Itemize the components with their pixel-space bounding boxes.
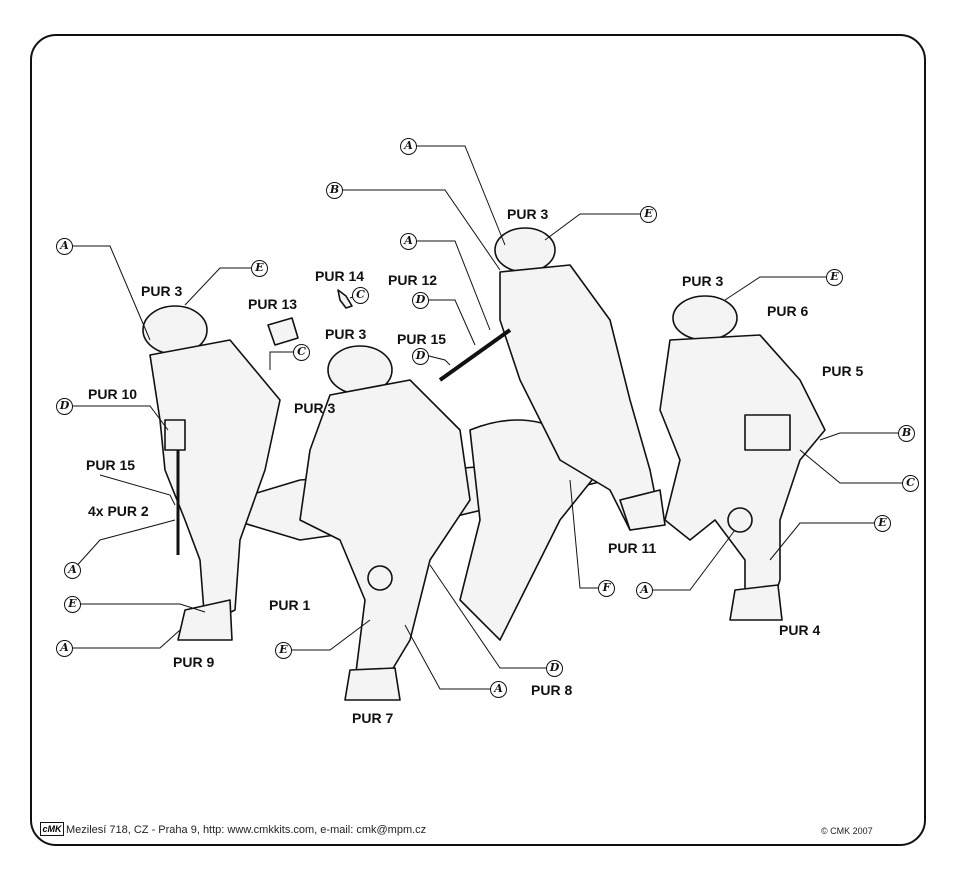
leader-a-left-mid xyxy=(72,519,176,571)
leader-a-upper xyxy=(415,240,491,331)
footer-address: Mezilesí 718, CZ - Praha 9, http: www.cm… xyxy=(66,824,427,836)
callout-a: A xyxy=(56,640,73,657)
callout-e: E xyxy=(251,260,268,277)
label-pur5: PUR 5 xyxy=(822,363,864,379)
label-pur15-left: PUR 15 xyxy=(86,457,136,473)
callout-e: E xyxy=(874,515,891,532)
label-pur1: PUR 1 xyxy=(269,597,311,613)
label-pur3-top: PUR 3 xyxy=(507,206,549,222)
callout-e: E xyxy=(826,269,843,286)
callout-c: C xyxy=(352,287,369,304)
callout-a: A xyxy=(636,582,653,599)
label-pur4: PUR 4 xyxy=(779,622,821,638)
leader-e-right xyxy=(724,276,833,301)
leader-d-pur8 xyxy=(429,564,553,669)
figure-middle xyxy=(299,345,471,701)
leader-e-top xyxy=(544,213,648,241)
copyright: © CMK 2007 xyxy=(821,826,873,836)
callout-d: D xyxy=(56,398,73,415)
label-pur15-mid: PUR 15 xyxy=(397,331,447,347)
label-pur6: PUR 6 xyxy=(767,303,809,319)
part-pur14 xyxy=(337,289,353,309)
leader-a-left-low xyxy=(63,629,181,649)
leader-d-pur10 xyxy=(73,405,169,431)
callout-e: E xyxy=(64,596,81,613)
callout-e: E xyxy=(275,642,292,659)
callout-a: A xyxy=(400,138,417,155)
callout-b: B xyxy=(898,425,915,442)
callout-a: A xyxy=(400,233,417,250)
label-pur7: PUR 7 xyxy=(352,710,394,726)
leader-a-right xyxy=(643,529,736,591)
label-pur9: PUR 9 xyxy=(173,654,215,670)
cmk-logo: cMK xyxy=(40,822,64,836)
leader-c-right xyxy=(799,449,908,484)
label-pur12: PUR 12 xyxy=(388,272,438,288)
leader-e-mid xyxy=(283,619,371,651)
leader-a-left-top xyxy=(63,245,151,341)
callout-c: C xyxy=(902,475,919,492)
label-pur10: PUR 10 xyxy=(88,386,138,402)
label-pur2: 4x PUR 2 xyxy=(88,503,149,519)
label-pur13: PUR 13 xyxy=(248,296,298,312)
callout-a: A xyxy=(56,238,73,255)
leader-e-left-low xyxy=(73,603,206,613)
callout-c: C xyxy=(293,344,310,361)
callout-f: F xyxy=(598,580,615,597)
figure-left xyxy=(142,305,281,641)
leader-b-top xyxy=(338,189,501,271)
callout-e: E xyxy=(640,206,657,223)
label-pur11: PUR 11 xyxy=(608,540,657,556)
callout-d: D xyxy=(546,660,563,677)
leader-pur15-left xyxy=(99,474,176,506)
figure-right xyxy=(659,295,826,621)
callout-d: D xyxy=(412,292,429,309)
callout-a: A xyxy=(64,562,81,579)
leader-d-pur15 xyxy=(424,354,451,366)
callout-b: B xyxy=(326,182,343,199)
leader-d-pur12 xyxy=(425,299,476,346)
callout-d: D xyxy=(412,348,429,365)
callout-a: A xyxy=(490,681,507,698)
leader-a-mid xyxy=(404,624,497,690)
leader-a-top xyxy=(415,145,506,246)
label-pur3-left: PUR 3 xyxy=(141,283,183,299)
part-pur13 xyxy=(267,317,299,346)
label-pur14: PUR 14 xyxy=(315,268,365,284)
leader-f xyxy=(569,479,606,589)
leader-b-right xyxy=(819,432,898,441)
leader-c-pur13 xyxy=(269,351,300,370)
label-pur3-right: PUR 3 xyxy=(682,273,724,289)
sheet-border xyxy=(30,34,926,846)
label-pur3-mid1: PUR 3 xyxy=(325,326,367,342)
label-pur3-mid2: PUR 3 xyxy=(294,400,336,416)
leader-e-left-top xyxy=(184,267,257,306)
label-pur8: PUR 8 xyxy=(531,682,573,698)
leader-e-right-low xyxy=(769,522,880,561)
figure-upper xyxy=(438,227,666,531)
